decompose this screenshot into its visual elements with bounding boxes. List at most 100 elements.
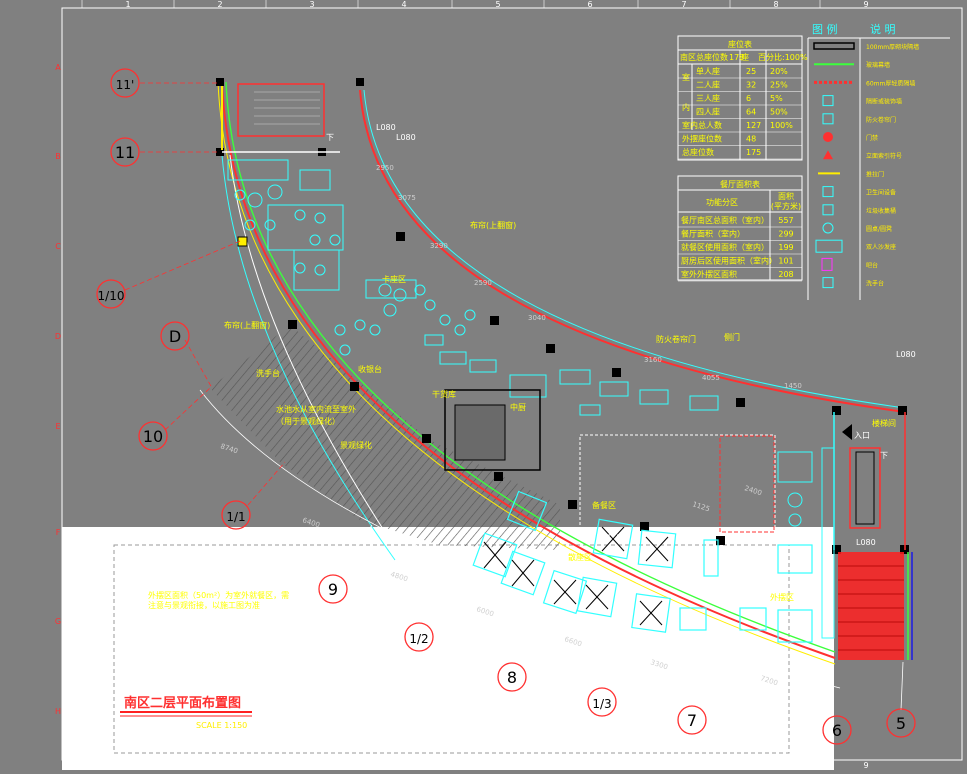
seat-table-header-0: 南区总座位数 — [680, 52, 728, 62]
legend-item-12: 吧台 — [866, 261, 878, 269]
row-label-G: G — [55, 617, 61, 626]
legend-item-9: 垃圾收集桶 — [866, 207, 896, 215]
grid-leaders — [124, 82, 286, 506]
right-booth — [787, 447, 835, 639]
legend-item-7: 推拉门 — [866, 170, 884, 178]
label-e-3075: 3075 — [398, 194, 416, 202]
drawing-scale: SCALE 1:150 — [196, 721, 247, 730]
label-d-1125: 1125 — [691, 500, 710, 513]
seat-row-pct-2: 5% — [770, 94, 783, 103]
area-row-value-0: 557 — [778, 216, 793, 225]
legend: 图 例说 明100mm厚砌块隔墙玻璃幕墙60mm厚轻质隔墙隔断或装饰墙防火卷帘门… — [807, 22, 950, 300]
seat-row-pct-1: 25% — [770, 81, 788, 90]
label-l080-3: L080 — [896, 350, 916, 359]
column-label-bottom-2: 2 — [217, 761, 222, 770]
legend-symbol-13 — [822, 277, 834, 289]
legend-item-2: 60mm厚轻质隔墙 — [866, 79, 915, 87]
legend-item-4: 防火卷帘门 — [866, 116, 896, 124]
label-booth: 卡座区 — [382, 274, 406, 284]
label-e-1450: 1450 — [784, 382, 802, 390]
inner-glass-arc — [363, 89, 906, 409]
legend-index-symbol — [823, 150, 833, 160]
label-e-3160: 3160 — [644, 356, 662, 364]
grid-bubble-3 — [160, 321, 190, 351]
row-label-B: B — [55, 152, 61, 161]
label-l080-4: L080 — [856, 538, 876, 547]
area-table: 餐厅面积表功能分区面积(平方米)餐厅南区总面积（室内）557餐厅面积（室内）29… — [677, 175, 803, 282]
legend-symbol-3 — [822, 95, 834, 107]
label-planter: 景观绿化 — [340, 440, 372, 450]
grid-bubble-8 — [497, 662, 527, 692]
label-outdoor-note-2: 注意与景观衔接，以施工图为准 — [148, 600, 260, 610]
column-label-4: 4 — [401, 0, 406, 9]
label-e-4055: 4055 — [702, 374, 720, 382]
area-row-label-0: 餐厅南区总面积（室内） — [681, 215, 769, 225]
label-dining: 散座区 — [568, 552, 592, 562]
legend-item-11: 双人沙发座 — [866, 243, 896, 251]
drawing-title: 南区二层平面布置图 — [124, 695, 241, 711]
label-plant-note-1: 水池水从室内流至室外 — [276, 404, 356, 414]
outer-wall-arc — [221, 81, 836, 659]
grid-bubble-label-4: 10 — [143, 427, 163, 446]
legend-title-right: 说 明 — [870, 22, 896, 36]
column-label-bottom-5: 5 — [495, 761, 500, 770]
grid-bubble-label-8: 8 — [507, 668, 517, 687]
column-label-bottom-8: 8 — [773, 761, 778, 770]
column-label-1: 1 — [125, 0, 130, 9]
label-side-door: 侧门 — [724, 332, 740, 342]
stair-upper-right — [849, 447, 881, 529]
label-d-2400: 2400 — [743, 484, 762, 497]
column-label-bottom-7: 7 — [681, 761, 686, 770]
seat-row-label-5: 外摆座位数 — [682, 134, 722, 144]
label-l080-1: L080 — [376, 123, 396, 132]
seat-row-pct-3: 50% — [770, 108, 788, 117]
label-e-3040: 3040 — [528, 314, 546, 322]
column-label-6: 6 — [587, 0, 592, 9]
column-label-bottom-9: 9 — [863, 761, 868, 770]
column-label-bottom-6: 6 — [587, 761, 592, 770]
legend-symbol-4 — [822, 113, 834, 125]
label-e-3290: 3290 — [430, 242, 448, 250]
legend-item-0: 100mm厚砌块隔墙 — [866, 43, 919, 51]
column-label-7: 7 — [681, 0, 686, 9]
label-l080-2: L080 — [396, 133, 416, 142]
legend-item-10: 圆桌/圆凳 — [866, 225, 892, 233]
area-table-title: 餐厅面积表 — [720, 179, 760, 189]
seat-row-count-3: 64 — [746, 108, 756, 117]
legend-round-table-symbol — [822, 222, 834, 234]
grid-bubble-2 — [96, 279, 126, 309]
seat-side-label-1: 内 — [682, 102, 690, 112]
row-label-C: C — [55, 242, 61, 251]
seat-table-title: 座位表 — [728, 39, 752, 49]
prep-zone — [719, 435, 775, 533]
grid-bubble-label-1: 11 — [115, 143, 135, 162]
stair-right — [838, 552, 904, 660]
legend-door-symbol — [823, 132, 833, 142]
grid-leaders-white — [336, 524, 904, 711]
label-down-1: 下 — [326, 133, 334, 142]
label-wash: 洗手台 — [256, 368, 280, 378]
seat-table-header-1: 178 — [729, 53, 744, 62]
label-dim-ref: 8740 — [219, 442, 238, 455]
grid-bubble-label-2: 1/10 — [98, 289, 125, 303]
column-label-3: 3 — [309, 0, 314, 9]
label-kitchen-1: 中厨 — [510, 402, 526, 412]
legend-item-3: 隔断或装饰墙 — [866, 98, 902, 106]
upper-dining-furniture — [227, 159, 719, 416]
legend-symbol-8 — [822, 186, 834, 198]
seat-side-label-0: 室 — [682, 72, 690, 82]
seat-row-count-4: 127 — [746, 121, 761, 130]
stair-top — [237, 83, 325, 137]
legend-item-1: 玻璃幕墙 — [866, 61, 890, 69]
grid-bubble-label-10: 7 — [687, 711, 697, 730]
label-awning-left: 布帘(上翻窗) — [224, 320, 270, 330]
lower-dining-furniture — [472, 490, 813, 643]
column-label-9: 9 — [863, 0, 868, 9]
seat-table-header-2: 座 — [741, 52, 749, 62]
label-dry-store: 干货库 — [432, 389, 456, 399]
legend-item-8: 卫生间设备 — [866, 189, 896, 197]
grid-bubble-label-6: 9 — [328, 580, 338, 599]
seat-row-pct-4: 100% — [770, 121, 793, 130]
